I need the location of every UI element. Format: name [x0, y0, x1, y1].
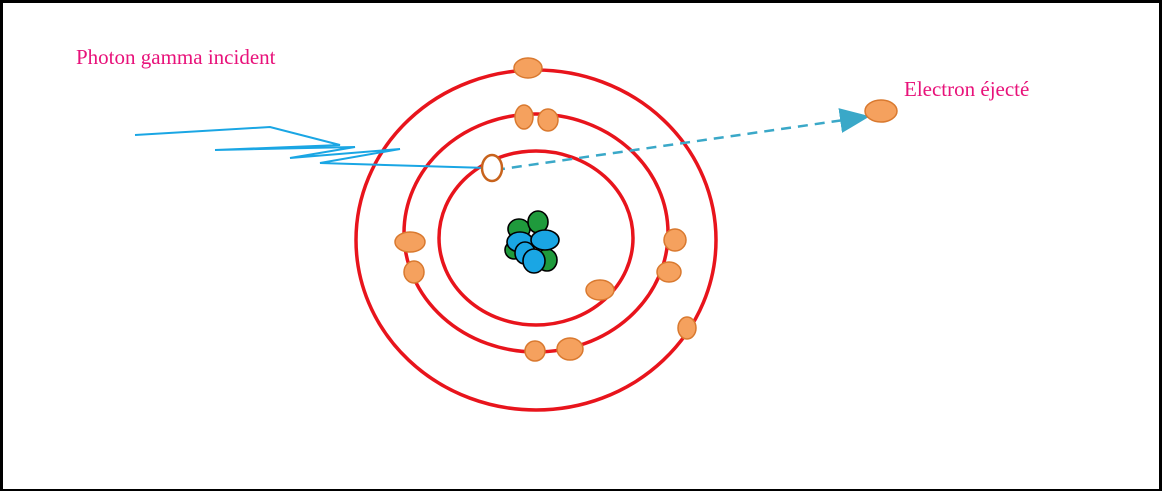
electron-middle-top-1 — [514, 104, 534, 130]
electron-inner-right — [585, 279, 615, 301]
electron-outer-top — [513, 57, 543, 79]
electron-ejected — [864, 99, 898, 123]
electron-outer-left — [394, 231, 426, 253]
electron-outer-right — [677, 316, 697, 340]
electron-middle-right-2 — [656, 261, 682, 283]
orbit-inner — [437, 149, 635, 327]
proton — [530, 229, 560, 251]
nucleus-cluster-icon — [504, 210, 560, 274]
electron-middle-right-1 — [663, 228, 687, 252]
electron-middle-left — [403, 260, 425, 284]
electron-middle-top-2 — [537, 108, 559, 132]
electrons — [394, 57, 898, 362]
photon-label: Photon gamma incident — [76, 45, 276, 69]
ejection-path-arrow — [494, 108, 870, 172]
electron-vacancy — [480, 153, 504, 183]
photon-gamma-ray — [134, 125, 489, 169]
electron-middle-bottom-1 — [524, 340, 546, 362]
proton — [522, 248, 546, 274]
electron-middle-bottom-2 — [556, 337, 584, 361]
ejected-electron-label: Electron éjecté — [904, 77, 1030, 101]
